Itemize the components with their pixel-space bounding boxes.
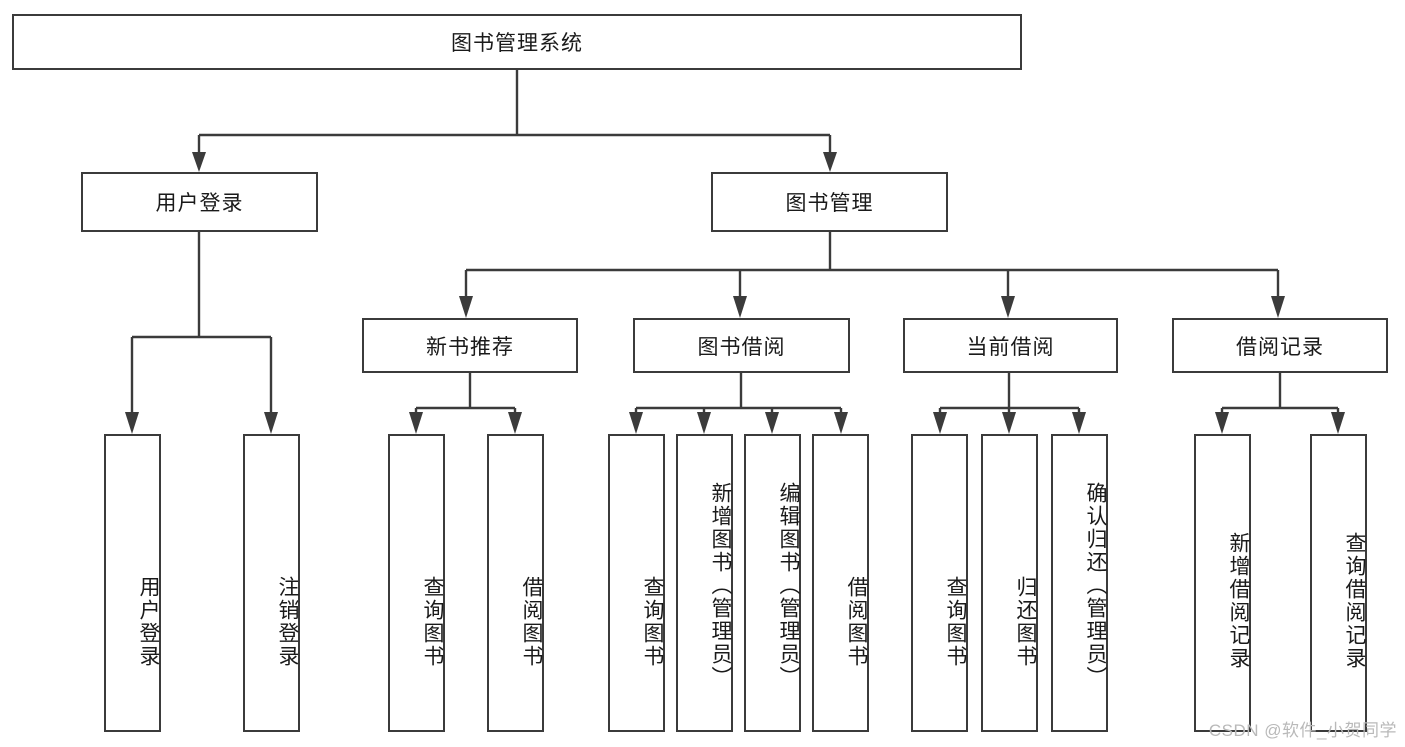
node-book-management[interactable]: 图书管理 [711,172,948,232]
arrow-leaf-add-record [1215,412,1229,434]
arrow-leaf-add-book [697,412,711,434]
leaf-add-book-admin[interactable]: 新增图书（管理员） [676,434,733,732]
leaf-query-book-borrow[interactable]: 查询图书 [608,434,665,732]
leaf-return-book[interactable]: 归还图书 [981,434,1038,732]
arrow-leaf-user-login [125,412,139,434]
node-book-borrow[interactable]: 图书借阅 [633,318,850,373]
leaf-query-book-recommend[interactable]: 查询图书 [388,434,445,732]
arrow-borrow-record [1271,296,1285,318]
node-borrow-record[interactable]: 借阅记录 [1172,318,1388,373]
leaf-logout[interactable]: 注销登录 [243,434,300,732]
arrow-new-book-recommend [459,296,473,318]
arrow-leaf-edit-book [765,412,779,434]
arrow-leaf-confirm-return [1072,412,1086,434]
arrow-leaf-query-book-c [933,412,947,434]
leaf-edit-book-admin[interactable]: 编辑图书（管理员） [744,434,801,732]
node-user-login[interactable]: 用户登录 [81,172,318,232]
leaf-user-login[interactable]: 用户登录 [104,434,161,732]
leaf-borrow-book[interactable]: 借阅图书 [812,434,869,732]
arrow-book-borrow [733,296,747,318]
arrow-current-borrow [1001,296,1015,318]
arrow-leaf-borrow-book-b [834,412,848,434]
node-root-system[interactable]: 图书管理系统 [12,14,1022,70]
csdn-watermark: CSDN @软件_小贺同学 [1208,721,1397,740]
leaf-query-borrow-record[interactable]: 查询借阅记录 [1310,434,1367,732]
arrow-user-login [192,152,206,172]
arrow-leaf-query-book-a [409,412,423,434]
node-new-book-recommend[interactable]: 新书推荐 [362,318,578,373]
arrow-leaf-query-book-b [629,412,643,434]
arrow-leaf-query-record [1331,412,1345,434]
arrow-leaf-logout [264,412,278,434]
leaf-confirm-return-admin[interactable]: 确认归还（管理员） [1051,434,1108,732]
leaf-query-book-current[interactable]: 查询图书 [911,434,968,732]
leaf-borrow-book-recommend[interactable]: 借阅图书 [487,434,544,732]
arrow-book-mgmt [823,152,837,172]
arrow-leaf-borrow-book-a [508,412,522,434]
leaf-add-borrow-record[interactable]: 新增借阅记录 [1194,434,1251,732]
arrow-leaf-return-book [1002,412,1016,434]
node-current-borrow[interactable]: 当前借阅 [903,318,1118,373]
